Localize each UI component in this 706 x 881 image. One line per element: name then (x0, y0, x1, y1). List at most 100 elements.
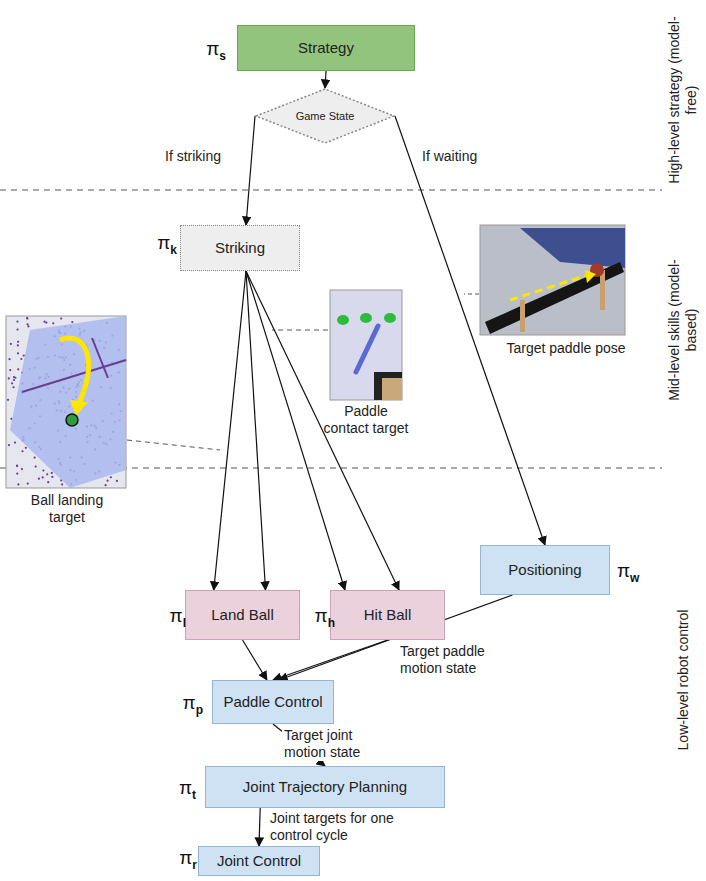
landing-dot (16, 320, 18, 322)
node-label: Joint Trajectory Planning (243, 778, 407, 795)
node-label: Positioning (508, 561, 581, 578)
table-line (22, 360, 126, 392)
policy-subscript: t (192, 788, 196, 802)
landing-dot (26, 317, 28, 319)
landing-dot (16, 465, 18, 467)
ball-landing-image (6, 316, 126, 488)
control-box: Paddle Controlπp (212, 680, 334, 724)
landing-dot (10, 343, 12, 345)
landing-dot (27, 325, 29, 327)
policy-subscript: k (170, 243, 177, 257)
edge-label: If waiting (420, 148, 479, 165)
landing-dot (13, 376, 15, 378)
landing-dot (71, 321, 73, 323)
landing-dot (16, 465, 18, 467)
image-frame (6, 316, 126, 488)
policy-symbol: πp (183, 692, 203, 717)
edge-label: Joint targets for one control cycle (268, 810, 400, 844)
policy-letter: π (315, 605, 328, 626)
landing-dot (46, 473, 48, 475)
node-label: Game State (295, 110, 355, 123)
connector (325, 71, 326, 88)
control-box: Joint Trajectory Planningπt (205, 766, 445, 808)
image-caption: Ball landing target (12, 492, 122, 526)
separator-line (0, 190, 662, 191)
policy-subscript: s (219, 49, 226, 63)
paddle-contact-image (330, 290, 402, 400)
policy-subscript: w (630, 571, 639, 585)
landing-dot (17, 352, 19, 354)
landing-dot (13, 379, 15, 381)
landing-dot (25, 447, 27, 449)
landing-dot (9, 369, 11, 371)
strategy-box: Strategyπs (237, 25, 415, 71)
arm-block (374, 372, 402, 400)
landing-dot (17, 483, 19, 485)
landing-dot (21, 450, 23, 452)
landing-dot (42, 469, 44, 471)
landing-dot (51, 476, 53, 478)
image-caption: Target paddle pose (496, 340, 636, 357)
policy-letter: π (617, 560, 630, 581)
rail-leg (600, 270, 605, 310)
policy-letter: π (206, 38, 219, 59)
landing-dot (26, 323, 28, 325)
landing-dot (110, 476, 112, 478)
policy-letter: π (170, 605, 183, 626)
policy-symbol: πt (179, 777, 196, 802)
landing-dot (60, 318, 62, 320)
landing-dot (52, 322, 54, 324)
tier-label: Mid-level skills (model-based) (666, 243, 700, 418)
landing-dot (11, 382, 13, 384)
connector (243, 640, 267, 680)
control-box: Joint Controlπr (198, 846, 320, 876)
leader-line (464, 294, 479, 295)
connector (395, 116, 545, 545)
table-half (10, 316, 126, 488)
arm-block (382, 378, 402, 400)
node-label: Joint Control (217, 852, 301, 869)
policy-subscript: r (192, 858, 197, 872)
policy-symbol: πk (157, 232, 177, 257)
landing-target-dot (66, 414, 78, 426)
landing-dot (8, 377, 10, 379)
policy-letter: π (157, 232, 170, 253)
landing-dot (20, 358, 22, 360)
landing-dot (106, 480, 108, 482)
image-frame (330, 290, 402, 400)
edge-label: Target paddle motion state (398, 643, 514, 677)
landing-dot (34, 456, 36, 458)
landing-dot (45, 322, 47, 324)
policy-letter: π (179, 847, 192, 868)
connector (246, 116, 255, 225)
rail (485, 262, 624, 334)
landing-dot (105, 484, 107, 486)
landing-dot (7, 399, 9, 401)
skill-box: Land Ballπl (185, 590, 300, 640)
decision-diamond: Game State (255, 88, 395, 144)
leader-line (127, 440, 220, 450)
contact-point (360, 313, 372, 323)
connector (214, 271, 246, 590)
landing-dot (16, 473, 18, 475)
node-label: Paddle Control (223, 693, 322, 710)
connector (259, 808, 260, 846)
policy-symbol: πr (179, 847, 197, 872)
landing-dot (42, 476, 44, 478)
policy-symbol: πh (315, 605, 335, 630)
landing-dot (116, 480, 118, 482)
policy-subscript: h (328, 616, 335, 630)
ball-path (60, 338, 89, 405)
motion-arrow (510, 276, 585, 300)
landing-dot (47, 481, 49, 483)
landing-dot (17, 328, 19, 330)
policy-subscript: l (183, 616, 186, 630)
table (520, 228, 625, 268)
connector (273, 640, 388, 680)
diamond-shape (256, 89, 394, 143)
landing-dot (8, 358, 10, 360)
connector (246, 271, 266, 590)
skill-box: Strikingπk (180, 225, 300, 271)
edge-label: If striking (163, 148, 223, 165)
landing-dot (12, 386, 14, 388)
